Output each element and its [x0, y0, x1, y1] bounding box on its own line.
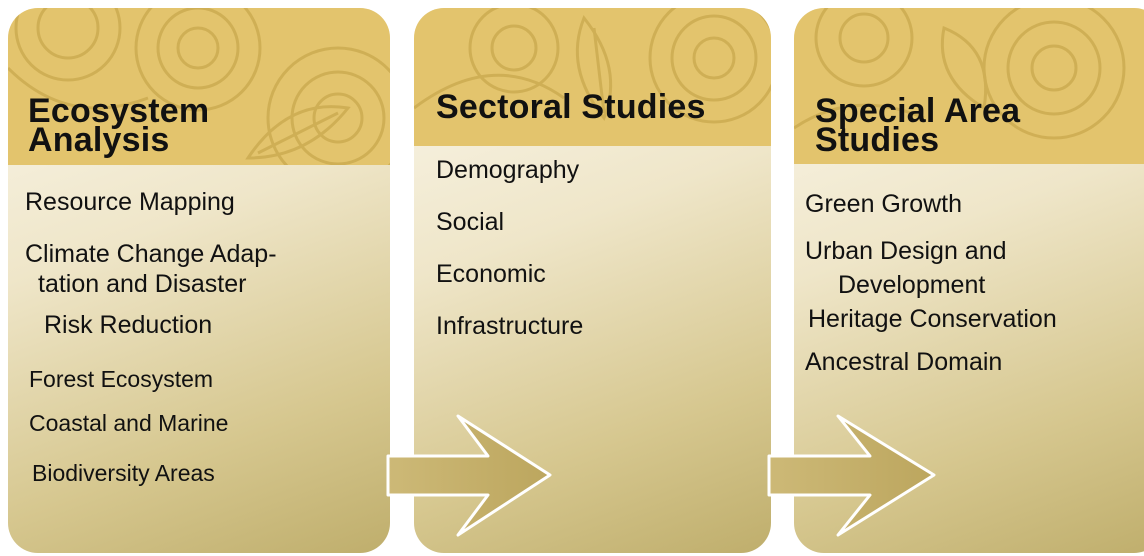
swirl-pattern-icon — [414, 8, 771, 124]
list-item-ancestral-domain: Ancestral Domain — [805, 348, 1003, 376]
list-item-forest-ecosystem: Forest Ecosystem — [29, 366, 214, 392]
panel-header: Sectoral Studies — [414, 8, 771, 146]
list-item-urban-design-line1: Urban Design and — [805, 237, 1007, 265]
list-item-coastal-marine: Coastal and Marine — [29, 410, 229, 436]
arrow-right-icon — [386, 414, 552, 537]
list-item-demography: Demography — [436, 156, 580, 184]
list-item-biodiversity-areas: Biodiversity Areas — [32, 460, 215, 486]
list-item-social: Social — [436, 208, 505, 236]
list-item-green-growth: Green Growth — [805, 190, 963, 218]
list-item-climate-line3: Risk Reduction — [44, 311, 213, 339]
list-item-urban-design-line2: Development — [838, 271, 986, 299]
swirl-pattern-icon — [794, 8, 1126, 140]
arrow-right-icon — [767, 414, 936, 537]
swirl-pattern-icon — [8, 8, 390, 165]
panel-title-line1: Ecosystem — [28, 92, 210, 130]
list-item-climate-line2: tation and Disaster — [38, 270, 247, 298]
panel-ecosystem-analysis: Ecosystem Analysis Resource Mapping Clim… — [8, 8, 390, 553]
list-item-resource-mapping: Resource Mapping — [25, 188, 235, 216]
panel-title: Sectoral Studies — [436, 88, 706, 126]
panel-special-area-studies: Special Area Studies Green Growth Urban … — [794, 8, 1144, 553]
panel-title-line2: Analysis — [28, 121, 170, 159]
list-item-economic: Economic — [436, 260, 546, 288]
panel-header: Ecosystem Analysis — [8, 8, 390, 165]
panel-title-line2: Studies — [815, 121, 940, 159]
list-item-climate-line1: Climate Change Adap- — [25, 240, 277, 268]
list-item-heritage-conservation: Heritage Conservation — [808, 305, 1057, 333]
panel-title-line1: Special Area — [815, 92, 1021, 130]
panel-header: Special Area Studies — [794, 8, 1144, 164]
list-item-infrastructure: Infrastructure — [436, 312, 584, 340]
